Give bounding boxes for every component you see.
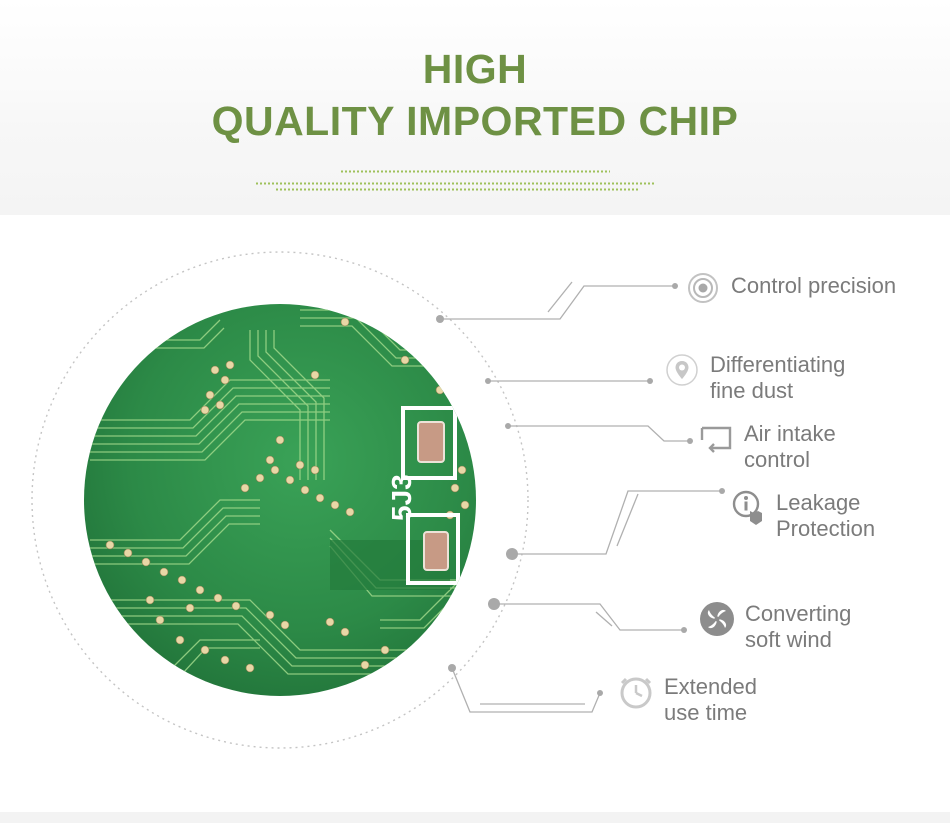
bottom-band	[0, 812, 950, 823]
dotted-divider-middle	[255, 182, 655, 185]
feature-label: Converting soft wind	[745, 601, 851, 653]
connector-lines	[440, 281, 722, 713]
location-pin-icon	[664, 352, 700, 388]
feature-differentiating-fine-dust: Differentiating fine dust	[664, 352, 845, 404]
feature-control-precision: Control precision	[685, 270, 896, 306]
feature-label: Differentiating fine dust	[710, 352, 845, 404]
feature-leakage-protection: Leakage Protection	[730, 490, 875, 542]
feature-extended-use-time: Extended use time	[618, 674, 757, 726]
connector-dots	[436, 283, 725, 696]
header-band	[0, 0, 950, 215]
feature-label: Control precision	[731, 270, 896, 299]
feature-converting-soft-wind: Converting soft wind	[699, 601, 851, 653]
feature-air-intake-control: Air intake control	[698, 421, 836, 473]
feature-label-line-2: soft wind	[745, 627, 832, 652]
clock-icon	[618, 674, 654, 710]
feature-label: Air intake control	[744, 421, 836, 473]
feature-label-line-1: Differentiating	[710, 352, 846, 377]
fan-swirl-icon	[699, 601, 735, 637]
feature-label-line-2: control	[744, 447, 811, 472]
air-intake-icon	[698, 421, 734, 457]
feature-label-line-1: Control precision	[731, 273, 897, 298]
feature-label-line-2: Protection	[776, 516, 876, 541]
page-title-line-2: QUALITY IMPORTED CHIP	[211, 98, 739, 144]
chip-marking: 5J3	[386, 474, 417, 521]
feature-label: Leakage Protection	[776, 490, 875, 542]
outer-dotted-ring	[31, 251, 529, 749]
feature-label-line-1: Extended	[664, 674, 757, 699]
page-title-line-1: HIGH	[422, 46, 528, 92]
dotted-divider-top	[340, 170, 610, 173]
leakage-protection-icon	[730, 490, 766, 526]
feature-label-line-2: fine dust	[710, 378, 794, 403]
dotted-divider-bottom	[275, 188, 640, 191]
target-icon	[685, 270, 721, 306]
pcb-circuit-image: 5J3	[84, 304, 476, 696]
feature-label-line-2: use time	[664, 700, 748, 725]
feature-label-line-1: Converting	[745, 601, 852, 626]
feature-label-line-1: Air intake	[744, 421, 836, 446]
feature-label: Extended use time	[664, 674, 757, 726]
feature-label-line-1: Leakage	[776, 490, 861, 515]
